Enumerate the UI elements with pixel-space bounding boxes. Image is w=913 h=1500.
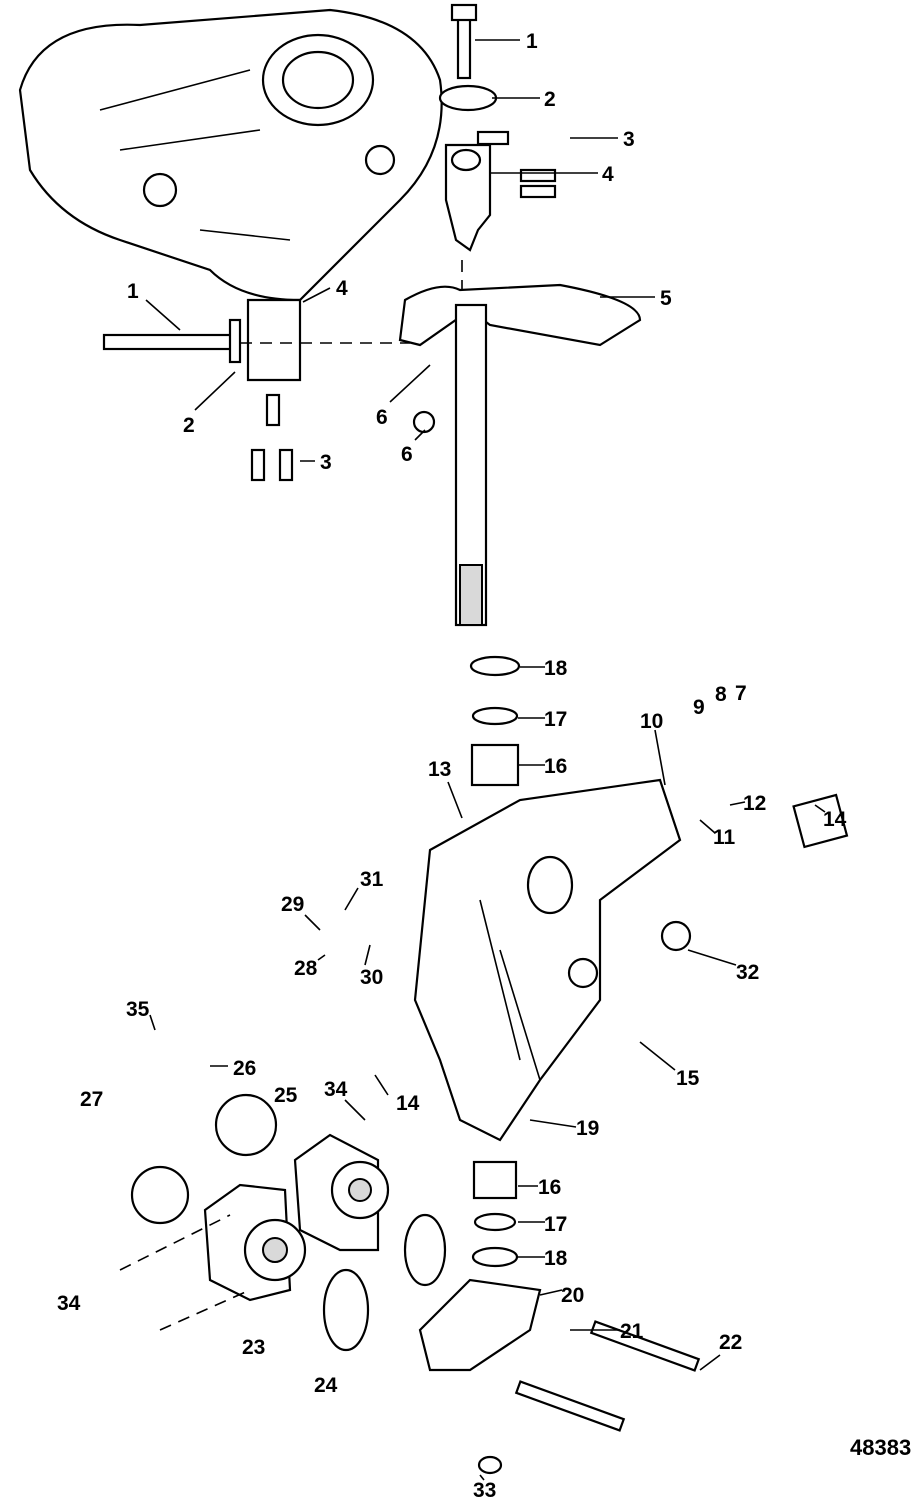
callout: 19 <box>576 1117 599 1140</box>
callout: 14 <box>823 808 847 831</box>
callout: 25 <box>274 1084 298 1107</box>
callout: 12 <box>743 792 766 815</box>
callout: 18 <box>544 1247 568 1270</box>
callout: 22 <box>719 1331 742 1354</box>
callout: 3 <box>320 451 332 474</box>
callout: 35 <box>126 998 150 1021</box>
callout: 1 <box>127 280 139 303</box>
callout: 7 <box>735 682 747 705</box>
callout: 23 <box>242 1336 265 1359</box>
figure-number: 48383 <box>850 1435 911 1460</box>
callout: 33 <box>473 1479 496 1500</box>
lower-mounts <box>119 1093 701 1475</box>
callout: 34 <box>57 1292 81 1315</box>
callout: 13 <box>428 758 451 781</box>
callout: 11 <box>713 826 736 849</box>
callout: 32 <box>736 961 759 984</box>
callout: 16 <box>538 1176 561 1199</box>
callout: 31 <box>360 868 384 891</box>
callout: 4 <box>336 277 348 300</box>
steering-parts-upper <box>102 3 642 627</box>
callout: 24 <box>314 1374 338 1397</box>
callout: 6 <box>376 406 388 429</box>
callout: 1 <box>526 30 538 53</box>
leader-lines <box>145 39 826 1481</box>
callout: 27 <box>80 1088 103 1111</box>
callout: 30 <box>360 966 383 989</box>
swivel-bracket <box>413 655 849 1142</box>
callout-labels: 1 2 3 4 5 1 4 2 6 6 3 18 17 16 13 10 9 8… <box>57 30 911 1500</box>
callout: 18 <box>544 657 568 680</box>
callout: 29 <box>281 893 304 916</box>
callout: 15 <box>676 1067 700 1090</box>
callout: 2 <box>183 414 195 437</box>
callout: 10 <box>640 710 663 733</box>
callout: 17 <box>544 708 567 731</box>
callout: 34 <box>324 1078 348 1101</box>
callout: 16 <box>544 755 567 778</box>
adapter-plate <box>18 8 443 302</box>
callout: 8 <box>715 683 727 706</box>
callout: 6 <box>401 443 413 466</box>
callout: 17 <box>544 1213 567 1236</box>
callout: 26 <box>233 1057 256 1080</box>
callout: 4 <box>602 163 614 186</box>
callout: 3 <box>623 128 635 151</box>
callout: 5 <box>660 287 672 310</box>
callout: 2 <box>544 88 556 111</box>
callout: 20 <box>561 1284 584 1307</box>
callout: 9 <box>693 696 705 719</box>
callout: 14 <box>396 1092 420 1115</box>
callout: 21 <box>620 1320 644 1343</box>
callout: 28 <box>294 957 318 980</box>
